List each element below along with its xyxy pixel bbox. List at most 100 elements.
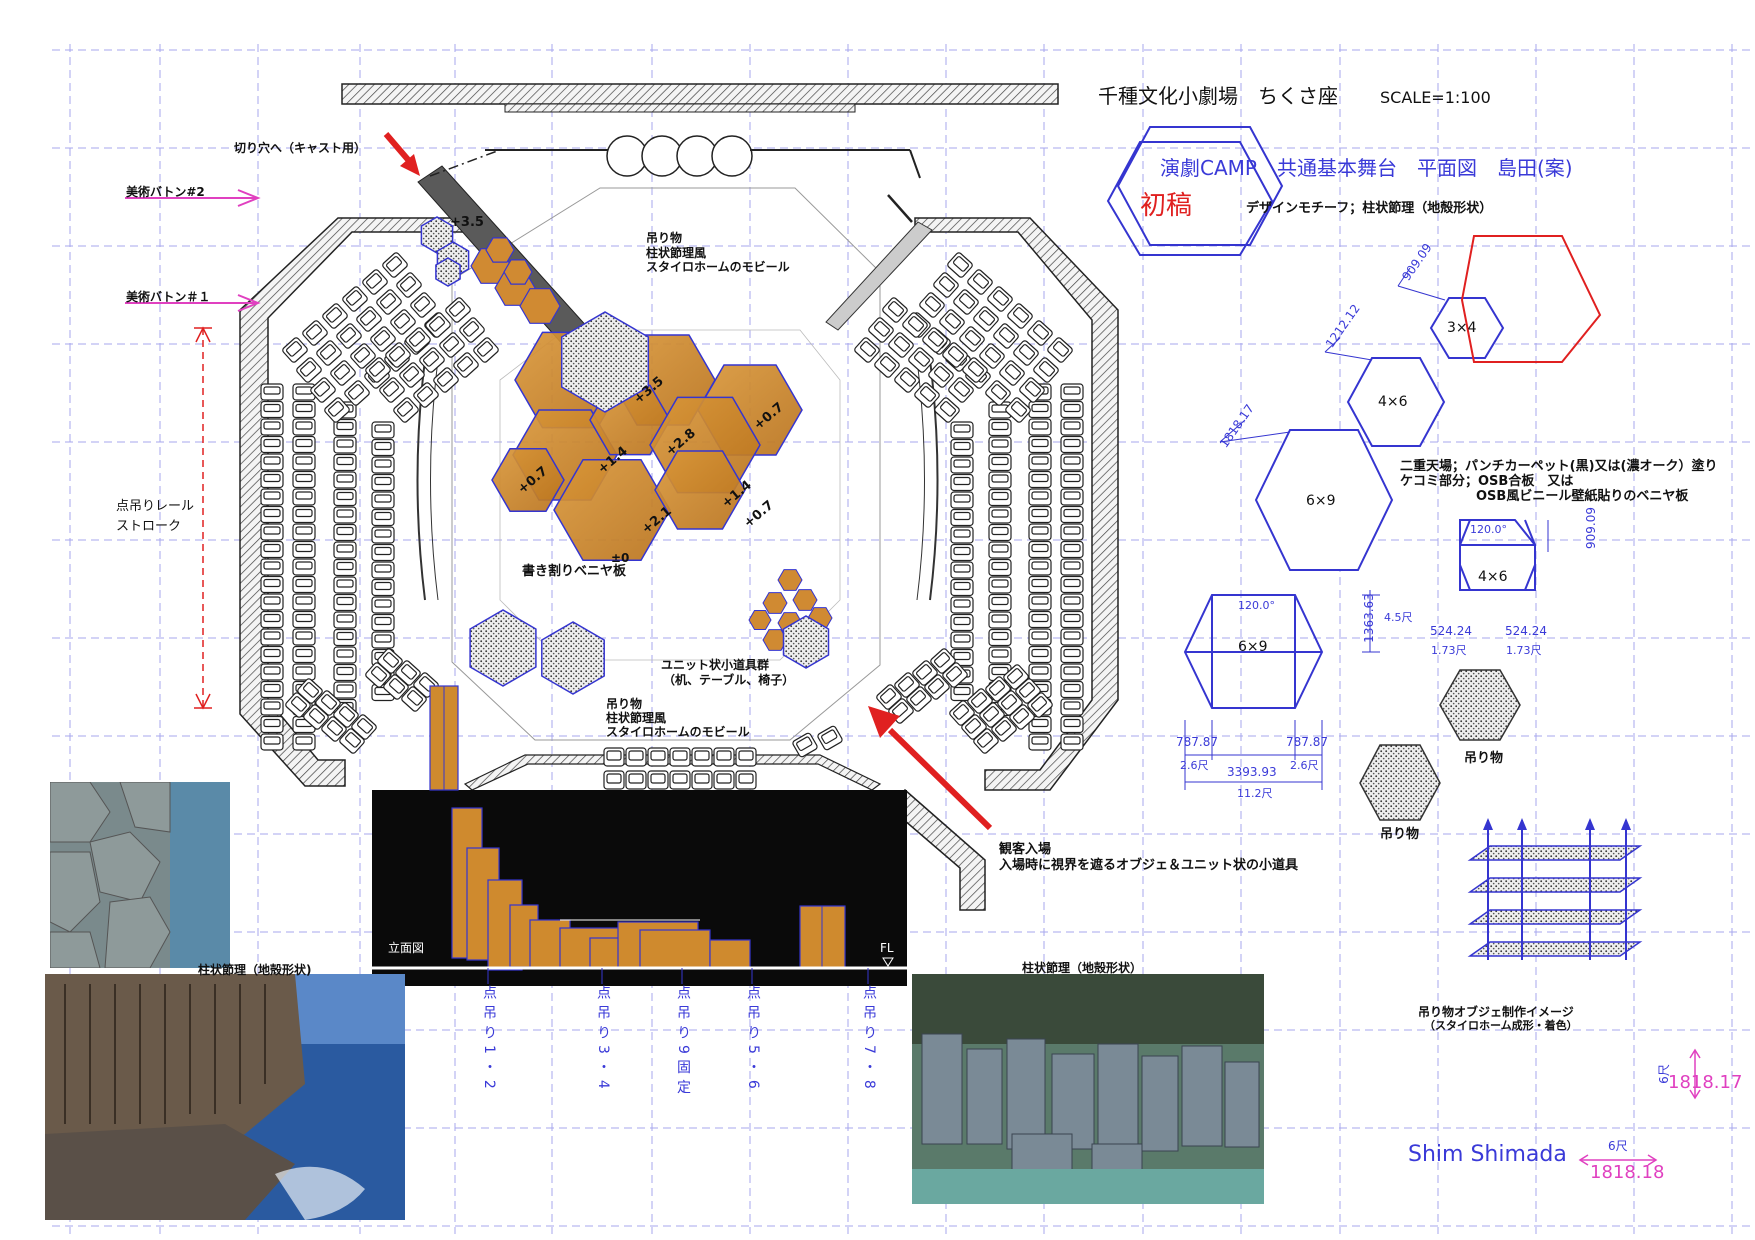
draft-badge: 初稿 (1140, 191, 1193, 221)
rail-stroke-marker (194, 326, 212, 710)
seat (967, 688, 993, 714)
elevation-block (709, 939, 751, 969)
hex-size-4x6: 4×6 (1378, 394, 1408, 410)
tower-arrow (1483, 818, 1493, 830)
seat (988, 436, 1012, 454)
seat (379, 377, 405, 403)
seat (962, 357, 988, 383)
design-motif: デザインモチーフ；柱状節理（地殻形状） (1246, 201, 1493, 216)
seat (371, 473, 395, 492)
photo-caption-1: 柱状節理（地殻形状) (198, 963, 312, 977)
stipple-hex (469, 609, 537, 687)
seat (333, 681, 357, 699)
mobile-bottom-label-1: 吊り物 (606, 697, 643, 711)
seat (330, 360, 356, 386)
seat (950, 648, 974, 667)
seat (393, 397, 419, 423)
seat (735, 770, 757, 790)
seat (973, 306, 999, 332)
hoist-label: 点吊り9固定 (675, 985, 691, 1100)
seat (1028, 663, 1052, 681)
seat (854, 337, 880, 363)
rail-stroke-label-1: 点吊りレール (116, 499, 195, 514)
seat (603, 747, 625, 767)
prop-hex (777, 569, 803, 591)
seat (868, 317, 894, 343)
seat (1060, 418, 1084, 436)
seat (292, 558, 316, 576)
seat (362, 269, 388, 295)
tower-arrow (1621, 818, 1631, 830)
seat (950, 578, 974, 597)
seat (1028, 593, 1052, 611)
seat (993, 323, 1019, 349)
seat (419, 347, 445, 373)
seat (894, 672, 920, 698)
seat (713, 747, 735, 767)
seat (1027, 320, 1053, 346)
seat (817, 725, 843, 751)
mobile-bottom-label-2: 柱状節理風 (606, 711, 667, 725)
seat (997, 690, 1023, 716)
floor-note-1: 二重天場；パンチカーペット(黒)又は(濃オーク）塗り (1400, 459, 1718, 474)
seat (401, 686, 427, 712)
seat (1028, 733, 1052, 751)
seat (322, 303, 348, 329)
seat (985, 380, 1011, 406)
height-label: +3.5 (450, 215, 484, 230)
dim-3393: 3393.93 (1227, 765, 1277, 779)
seat (333, 702, 359, 728)
seat (950, 631, 974, 649)
legend-6shaku-horizontal: 6尺 (1608, 1139, 1628, 1153)
entrance-label-1: 観客入場 (999, 842, 1052, 857)
right-auditorium-wall (914, 217, 1119, 791)
seat (950, 613, 974, 632)
subtitle: 演劇CAMP 共通基本舞台 平面図 島田(案) (1160, 156, 1573, 180)
side-view-4x6 (1459, 519, 1536, 591)
seat (1028, 488, 1052, 506)
seat (292, 610, 316, 629)
seat (260, 383, 284, 401)
seat (260, 523, 284, 541)
hoist-markers (487, 968, 869, 984)
seat (342, 286, 368, 312)
seat (1060, 663, 1084, 681)
dim-787-b: 787.87 (1286, 735, 1328, 749)
side-4x6-label: 4×6 (1478, 569, 1508, 585)
top-wall (341, 83, 1059, 113)
seat (292, 593, 316, 611)
seat (1060, 558, 1084, 576)
seat (260, 593, 284, 611)
seat (260, 715, 284, 734)
seat (459, 317, 485, 343)
dim-524-b: 524.24 (1505, 624, 1547, 638)
top-lights (606, 135, 753, 177)
seat (405, 327, 431, 353)
seat (371, 526, 395, 544)
seat (950, 438, 974, 457)
seat (988, 646, 1012, 664)
plywood-label: 書き割りベニヤ板 (522, 564, 627, 579)
dim-173-a: 1.73尺 (1431, 644, 1467, 657)
seat (1047, 337, 1073, 363)
hex-size-6x9: 6×9 (1306, 493, 1336, 509)
seat (292, 505, 316, 524)
seat (988, 488, 1012, 507)
hoist-label: 点吊り3・4 (595, 985, 611, 1095)
wooden-hex-platforms (470, 237, 833, 651)
seat (285, 692, 311, 718)
elevation-blocks (429, 685, 846, 971)
dim-787-a: 787.87 (1176, 735, 1218, 749)
seat (908, 347, 934, 373)
seat (625, 747, 647, 767)
seat (988, 576, 1012, 594)
basalt-photo-c (912, 974, 1264, 1204)
legend-1818-horizontal: 1818.18 (1590, 1162, 1665, 1183)
seat (1028, 523, 1052, 541)
hanging-image-label-2: （スタイロホーム成形・着色） (1424, 1019, 1578, 1032)
seat (1060, 400, 1084, 419)
seat (942, 342, 968, 368)
seat (939, 309, 965, 335)
seat (350, 343, 376, 369)
